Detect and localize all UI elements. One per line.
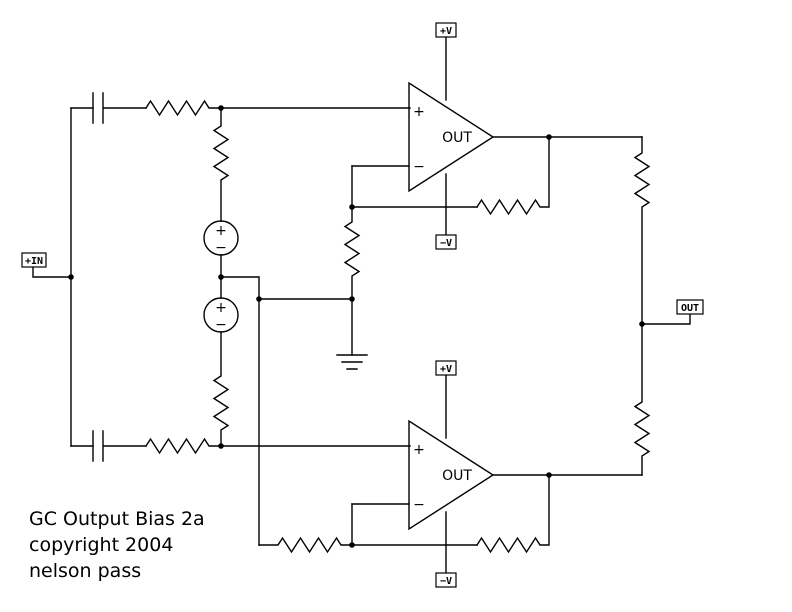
opamp-bottom-inv: −: [413, 497, 425, 513]
supply-pos-bottom-label: +V: [440, 364, 452, 375]
source-bottom-minus: −: [215, 317, 227, 333]
ground-network: [256, 204, 368, 370]
notes-title: GC Output Bias 2a: [29, 508, 205, 530]
supply-neg-bottom: −V: [435, 572, 457, 588]
bias-chain: [203, 105, 411, 546]
supply-pos-bottom: +V: [435, 360, 457, 376]
supply-neg-top-label: −V: [440, 238, 452, 249]
opamp-top-noninv: +: [413, 104, 425, 120]
ground-symbol: [336, 354, 368, 370]
input-bus: [32, 107, 94, 447]
output-port: OUT: [676, 299, 704, 315]
supply-pos-top-label: +V: [440, 26, 452, 37]
schematic-notes: GC Output Bias 2a copyright 2004 nelson …: [29, 506, 205, 584]
opamp-top-label: OUT: [442, 130, 472, 146]
opamp-bottom: [258, 375, 643, 573]
opamp-bottom-label: OUT: [442, 468, 472, 484]
supply-pos-top: +V: [435, 22, 457, 38]
input-capacitor-bottom: [92, 430, 147, 462]
input-resistor-bottom: [145, 437, 222, 455]
output-port-label: OUT: [681, 303, 699, 314]
opamp-bottom-noninv: +: [413, 442, 425, 458]
source-bottom-plus: +: [215, 300, 227, 316]
supply-neg-bottom-label: −V: [440, 576, 452, 587]
input-port-label: +IN: [25, 256, 43, 267]
output-network: [633, 136, 691, 476]
notes-author: nelson pass: [29, 560, 142, 582]
opamp-top: [351, 37, 643, 235]
notes-copyright: copyright 2004: [29, 534, 174, 556]
source-top-minus: −: [215, 240, 227, 256]
source-top-plus: +: [215, 223, 227, 239]
input-capacitor-top: [92, 92, 147, 124]
opamp-top-inv: −: [413, 159, 425, 175]
supply-neg-top: −V: [435, 234, 457, 250]
input-resistor-top: [145, 99, 222, 117]
input-port: +IN: [21, 252, 47, 268]
